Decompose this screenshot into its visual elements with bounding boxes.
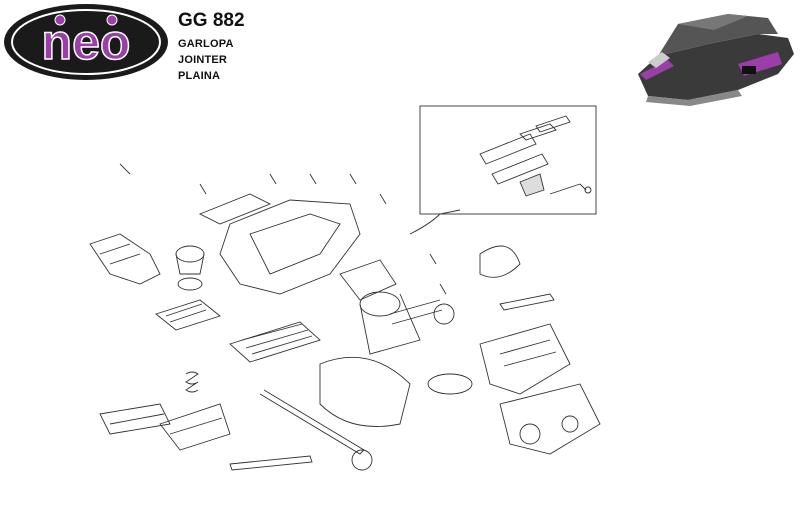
product-name-es: GARLOPA [178,38,234,50]
inset-box [419,105,597,215]
model-number: GG 882 [178,10,245,31]
planer-product-image [638,14,794,106]
product-name-pt: PLAINA [178,70,221,82]
exploded-parts-diagram [89,105,601,471]
neo-logo: neo [4,4,168,80]
logo-text: neo [42,14,131,70]
product-name-en: JOINTER [178,54,228,66]
